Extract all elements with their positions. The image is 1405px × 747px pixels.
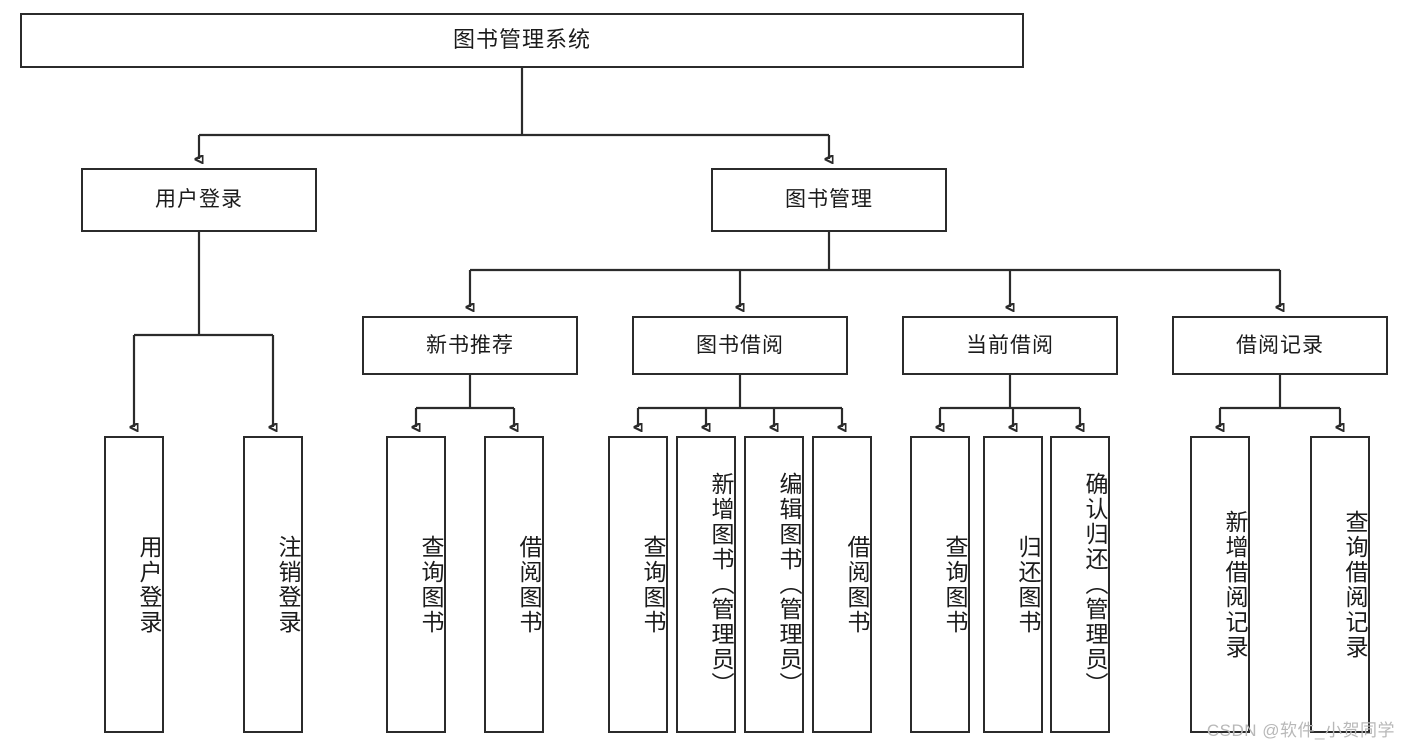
- node-label: 图书借阅: [696, 333, 784, 357]
- node-root-system[interactable]: 图书管理系统: [20, 13, 1024, 68]
- leaf-borrow-book[interactable]: 借阅图书: [812, 436, 872, 733]
- leaf-return-book[interactable]: 归还图书: [983, 436, 1043, 733]
- leaf-query-book-recommend[interactable]: 查询图书: [386, 436, 446, 733]
- node-label: 借阅记录: [1236, 333, 1324, 357]
- node-label: 编辑图书（管理员）: [776, 472, 802, 697]
- node-label: 新增图书（管理员）: [708, 472, 734, 697]
- node-label: 查询借阅记录: [1342, 509, 1368, 660]
- leaf-add-borrow-record[interactable]: 新增借阅记录: [1190, 436, 1250, 733]
- leaf-query-book-borrow[interactable]: 查询图书: [608, 436, 668, 733]
- node-label: 图书管理: [785, 188, 873, 212]
- node-label: 新书推荐: [426, 333, 514, 357]
- node-label: 查询图书: [942, 534, 968, 635]
- leaf-confirm-return-admin[interactable]: 确认归还（管理员）: [1050, 436, 1110, 733]
- node-label: 新增借阅记录: [1222, 509, 1248, 660]
- leaf-logout-login[interactable]: 注销登录: [243, 436, 303, 733]
- node-label: 当前借阅: [966, 333, 1054, 357]
- node-borrow-record[interactable]: 借阅记录: [1172, 316, 1388, 375]
- node-label: 查询图书: [640, 534, 666, 635]
- node-label: 借阅图书: [516, 534, 542, 635]
- leaf-edit-book-admin[interactable]: 编辑图书（管理员）: [744, 436, 804, 733]
- node-label: 查询图书: [418, 534, 444, 635]
- node-label: 用户登录: [155, 188, 243, 212]
- node-label: 借阅图书: [844, 534, 870, 635]
- node-book-management[interactable]: 图书管理: [711, 168, 947, 232]
- node-label: 归还图书: [1015, 534, 1041, 635]
- leaf-borrow-book-recommend[interactable]: 借阅图书: [484, 436, 544, 733]
- leaf-query-borrow-record[interactable]: 查询借阅记录: [1310, 436, 1370, 733]
- node-user-login[interactable]: 用户登录: [81, 168, 317, 232]
- node-current-borrow[interactable]: 当前借阅: [902, 316, 1118, 375]
- node-book-borrow[interactable]: 图书借阅: [632, 316, 848, 375]
- node-label: 用户登录: [136, 534, 162, 635]
- node-label: 确认归还（管理员）: [1082, 472, 1108, 697]
- watermark: CSDN @软件_小贺同学: [1206, 721, 1395, 740]
- node-label: 注销登录: [275, 534, 301, 635]
- leaf-query-book-current[interactable]: 查询图书: [910, 436, 970, 733]
- node-label: 图书管理系统: [452, 27, 591, 53]
- leaf-user-login[interactable]: 用户登录: [104, 436, 164, 733]
- node-new-book-recommend[interactable]: 新书推荐: [362, 316, 578, 375]
- leaf-add-book-admin[interactable]: 新增图书（管理员）: [676, 436, 736, 733]
